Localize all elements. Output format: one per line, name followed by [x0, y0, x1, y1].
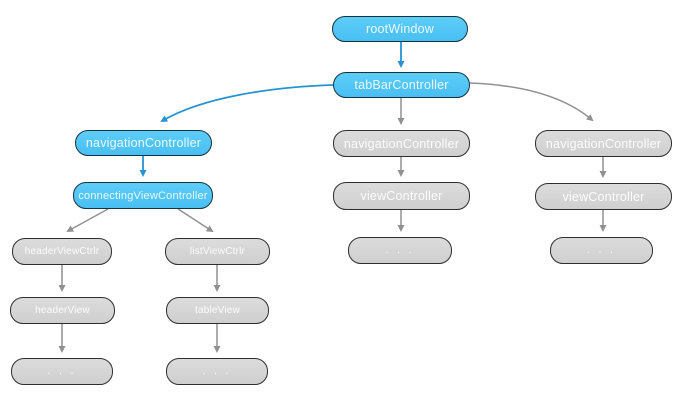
node-header-view-ctrlr: headerViewCtrlr — [12, 238, 112, 265]
node-navigation-controller-left: navigationController — [75, 130, 212, 156]
edge-connectingviewcontroller-to-listviewctrlr — [177, 208, 214, 233]
node-header-view: headerView — [10, 297, 115, 324]
node-table-view: tableView — [166, 297, 269, 324]
edge-tabbarcontroller-to-right-navigationcontroller — [469, 82, 594, 122]
node-view-controller-right: viewController — [535, 183, 672, 210]
node-ellipsis-right: . . . — [550, 237, 653, 264]
node-view-controller-middle: viewController — [333, 182, 470, 210]
edge-tabbarcontroller-to-left-navigationcontroller — [160, 84, 334, 123]
node-root-window: rootWindow — [332, 16, 468, 42]
node-navigation-controller-middle: navigationController — [333, 130, 470, 157]
node-ellipsis-left-a: . . . — [11, 358, 113, 385]
node-connecting-view-controller: connectingViewController — [73, 182, 213, 209]
node-ellipsis-middle: . . . — [348, 237, 452, 264]
node-ellipsis-left-b: . . . — [166, 358, 268, 385]
node-list-view-ctrlr: listViewCtrlr — [165, 238, 270, 265]
node-navigation-controller-right: navigationController — [535, 130, 672, 157]
edge-connectingviewcontroller-to-headerviewctrlr — [66, 208, 109, 232]
node-tab-bar-controller: tabBarController — [333, 72, 470, 98]
